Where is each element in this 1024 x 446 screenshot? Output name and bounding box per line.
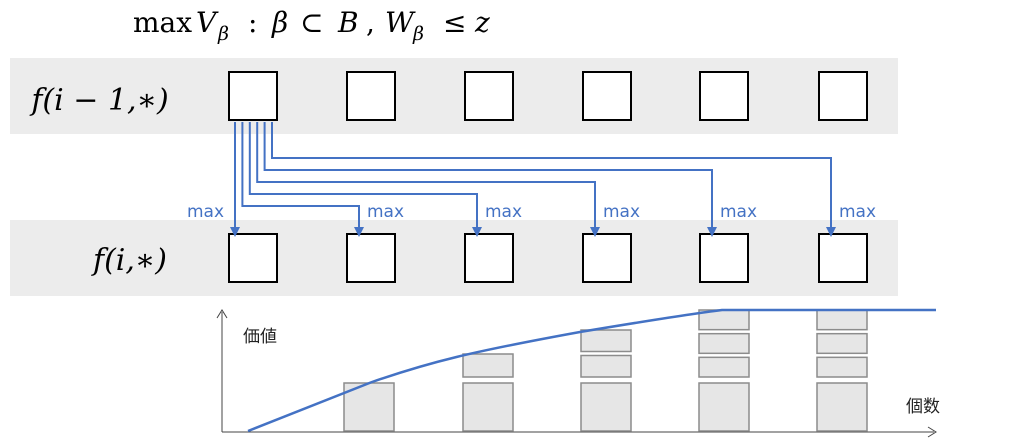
- stack-2-block-2: [580, 329, 632, 353]
- stack-1-block-1: [462, 353, 514, 378]
- formula-b: B: [337, 6, 359, 39]
- formula-w-subscript: β: [412, 23, 424, 45]
- cells-prev-row: [228, 71, 868, 121]
- stack-2-block-0: [580, 382, 632, 432]
- stack-2-block-1: [580, 354, 632, 378]
- stack-4-block-3: [816, 309, 868, 331]
- arrow-5: [271, 122, 836, 237]
- formula-w: W: [385, 6, 416, 39]
- row-label-prev: f(i − 1,∗): [29, 83, 168, 118]
- value-graph: 価値 個数: [216, 308, 940, 438]
- arrow-label-2: max: [485, 202, 522, 222]
- y-axis-arrow-icon: [216, 309, 228, 319]
- arrow-label-4: max: [720, 202, 757, 222]
- cell-prev-3: [582, 71, 632, 121]
- formula-z: z: [474, 6, 490, 39]
- formula-comma: ,: [366, 6, 375, 39]
- stack-3-block-0: [698, 382, 750, 432]
- cell-current-3: [582, 233, 632, 283]
- formula-colon: :: [248, 6, 257, 39]
- cell-prev-4: [699, 71, 749, 121]
- cell-prev-2: [464, 71, 514, 121]
- transition-arrows: [230, 122, 836, 237]
- cell-current-4: [699, 233, 749, 283]
- cell-current-2: [464, 233, 514, 283]
- cell-prev-0: [228, 71, 278, 121]
- row-band-prev: [10, 58, 898, 134]
- cell-prev-5: [818, 71, 868, 121]
- cells-current-row: [228, 233, 868, 283]
- cell-current-0: [228, 233, 278, 283]
- stacked-blocks: [343, 309, 868, 432]
- stack-4-block-0: [816, 382, 868, 432]
- arrow-3: [256, 122, 600, 237]
- row-label-current: f(i,∗): [91, 243, 167, 278]
- value-curve: [247, 308, 936, 433]
- stack-3-block-1: [698, 356, 750, 378]
- arrow-label-1: max: [367, 202, 404, 222]
- arrow-4: [263, 122, 717, 237]
- formula: max V β : β ⊂ B , W β ≤ z: [133, 6, 490, 45]
- x-axis-arrow-icon: [927, 426, 937, 438]
- arrow-label-5: max: [839, 202, 876, 222]
- formula-v-subscript: β: [217, 23, 229, 45]
- formula-v: V: [196, 6, 219, 39]
- y-axis-label: 価値: [243, 327, 277, 347]
- arrow-labels: max max max max max max: [187, 202, 876, 222]
- arrow-2: [248, 122, 482, 237]
- formula-leq: ≤: [443, 6, 466, 39]
- formula-beta: β: [271, 6, 288, 39]
- cell-current-5: [818, 233, 868, 283]
- arrow-label-0: max: [187, 202, 224, 222]
- cell-prev-1: [346, 71, 396, 121]
- arrow-1: [241, 122, 364, 237]
- row-band-current: [10, 220, 898, 296]
- stack-3-block-2: [698, 332, 750, 355]
- formula-subset: ⊂: [300, 6, 323, 39]
- arrow-label-3: max: [603, 202, 640, 222]
- cell-current-1: [346, 233, 396, 283]
- x-axis-label: 個数: [906, 397, 940, 417]
- stack-1-block-0: [462, 382, 514, 432]
- formula-max: max: [133, 6, 192, 39]
- stack-4-block-1: [816, 356, 868, 378]
- stack-4-block-2: [816, 332, 868, 355]
